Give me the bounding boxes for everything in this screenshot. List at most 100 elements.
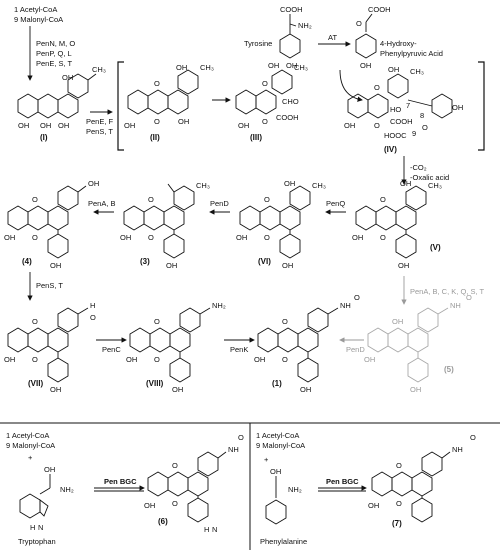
V-O-bot: O xyxy=(380,233,386,242)
label-phenylalanine: Phenylalanine xyxy=(260,537,307,546)
II-O-top: O xyxy=(154,79,160,88)
label-compound-II: (II) xyxy=(150,133,160,142)
V-OH-left: OH xyxy=(352,233,363,242)
curved-arrow-to-IV xyxy=(339,69,363,102)
label-compound-V: (V) xyxy=(430,243,441,252)
c6-H: H xyxy=(204,525,209,534)
c4-O-top: O xyxy=(32,195,38,204)
phenylalanine-structure: OH NH₂ xyxy=(265,467,302,525)
c4-OH-left: OH xyxy=(4,233,15,242)
compound-VI-structure: O O OH CH₃ OH OH xyxy=(236,179,326,270)
VII-H: H xyxy=(90,301,95,310)
label-pen-many-gray: PenA, B, C, K, Q, S, T xyxy=(410,287,484,296)
I-OH-a: OH xyxy=(18,121,29,130)
br-plus: + xyxy=(264,455,269,464)
c4-OH-bot: OH xyxy=(50,261,61,270)
enzymes-step1-c: PenE, S, T xyxy=(36,59,73,68)
c4-OH-methylol: OH xyxy=(88,179,99,188)
compound-7-structure: O O NH O OH xyxy=(368,433,476,523)
label-penD-gray: PenD xyxy=(346,345,365,354)
hpp-O: O xyxy=(356,19,362,28)
label-minus-oxalic: -Oxalic acid xyxy=(410,173,449,182)
II-OH-left: OH xyxy=(124,121,135,130)
c1-OH-bot: OH xyxy=(300,385,311,394)
IV-OH: OH xyxy=(388,65,399,74)
IV-OH-left: OH xyxy=(344,121,355,130)
IV-COOH: COOH xyxy=(390,117,413,126)
label-penD: PenD xyxy=(210,199,229,208)
label-compound-I: (I) xyxy=(40,133,48,142)
trp-NH2: NH₂ xyxy=(60,485,74,494)
label-compound-VIII: (VIII) xyxy=(146,379,164,388)
label-compound-VI: (VI) xyxy=(258,257,271,266)
phe-NH2: NH₂ xyxy=(288,485,302,494)
c4-O-bot: O xyxy=(32,233,38,242)
compound-VII-structure: O O H O OH OH xyxy=(4,301,96,394)
label-compound-6: (6) xyxy=(158,517,168,526)
c5-O-amide: O xyxy=(466,293,472,302)
start-acetyl-label: 1 Acetyl-CoA xyxy=(14,5,57,14)
c5-OH-bot: OH xyxy=(410,385,421,394)
II-O-bot: O xyxy=(154,117,160,126)
c7-O-amide: O xyxy=(470,433,476,442)
IV-O-top: O xyxy=(374,83,380,92)
label-compound-VII: (VII) xyxy=(28,379,43,388)
III-OH-bot: OH xyxy=(238,121,249,130)
c3-O-top: O xyxy=(148,195,154,204)
c7-OH: OH xyxy=(368,501,379,510)
tyrosine-structure: COOH NH₂ OH xyxy=(279,5,312,70)
c6-O-bot: O xyxy=(172,499,178,508)
label-compound-4: (4) xyxy=(22,257,32,266)
VIII-O-top: O xyxy=(154,317,160,326)
IV-O-bot: O xyxy=(374,121,380,130)
IV-num7: 7 xyxy=(406,101,410,110)
label-hpp-a: 4-Hydroxy- xyxy=(380,39,417,48)
I-OH-b: OH xyxy=(40,121,51,130)
VII-OH-left: OH xyxy=(4,355,15,364)
c6-NH: NH xyxy=(228,445,239,454)
c7-O-top: O xyxy=(396,461,402,470)
IV-HOOC: HOOC xyxy=(384,131,407,140)
V-OH-bot: OH xyxy=(398,261,409,270)
label-pen-bgc-right: Pen BGC xyxy=(326,477,359,486)
enzymes-step1-a: PenN, M, O xyxy=(36,39,75,48)
II-OH-top: OH xyxy=(176,63,187,72)
VII-OH-bot: OH xyxy=(50,385,61,394)
trp-OH: OH xyxy=(44,465,55,474)
enzymes-step1-b: PenP, Q, L xyxy=(36,49,72,58)
c6-OH: OH xyxy=(144,501,155,510)
compound-1-structure: O O NH O OH OH xyxy=(254,293,360,394)
label-hpp-b: Phenylpyruvic Acid xyxy=(380,49,443,58)
bl-malonyl: 9 Malonyl-CoA xyxy=(6,441,55,450)
label-compound-3: (3) xyxy=(140,257,150,266)
I-CH3: CH₃ xyxy=(92,65,106,74)
II-CH3: CH₃ xyxy=(200,63,214,72)
c5-OH-top: OH xyxy=(392,317,403,326)
V-CH3: CH₃ xyxy=(428,181,442,190)
label-tyrosine: Tyrosine xyxy=(244,39,272,48)
c5-NH: NH xyxy=(450,301,461,310)
label-penST: PenS, T xyxy=(36,281,63,290)
VI-O-bot: O xyxy=(264,233,270,242)
VI-OH: OH xyxy=(284,179,295,188)
IV-num9: 9 xyxy=(412,129,416,138)
label-penK: PenK xyxy=(230,345,248,354)
c1-OH-left: OH xyxy=(254,355,265,364)
VI-CH3: CH₃ xyxy=(312,181,326,190)
label-compound-1: (1) xyxy=(272,379,282,388)
VIII-NH2: NH₂ xyxy=(212,301,226,310)
bracket-right xyxy=(478,61,485,151)
compound-V-structure: O O OH CH₃ OH OH xyxy=(352,179,442,270)
label-AT: AT xyxy=(328,33,337,42)
c1-O-bot: O xyxy=(282,355,288,364)
br-acetyl: 1 Acetyl-CoA xyxy=(256,431,299,440)
III-CH3: CH₃ xyxy=(294,63,308,72)
tyr-OH: OH xyxy=(286,61,297,70)
VII-O-top: O xyxy=(32,317,38,326)
III-O-bot: O xyxy=(262,117,268,126)
c3-O-bot: O xyxy=(148,233,154,242)
VII-O-ald: O xyxy=(90,313,96,322)
c6-O-amide: O xyxy=(238,433,244,442)
IV-HO: HO xyxy=(390,105,401,114)
label-compound-5: (5) xyxy=(444,365,454,374)
